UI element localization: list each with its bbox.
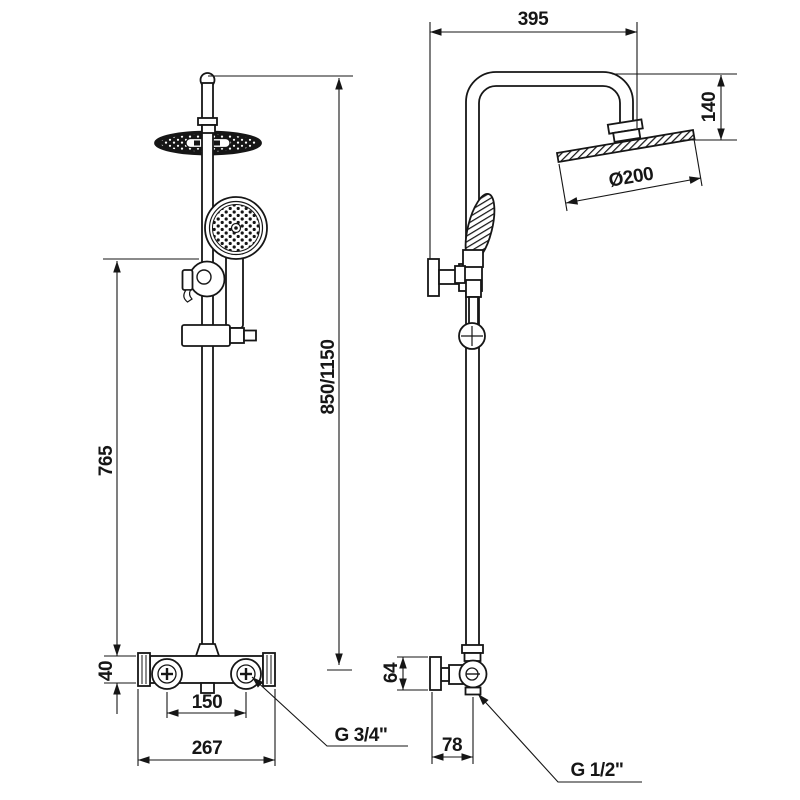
shower-arm-side	[465, 71, 634, 649]
label-outlet-thread: G 3/4"	[334, 725, 387, 746]
dimension-annotations	[103, 22, 737, 783]
hand-shower-side	[454, 193, 496, 350]
slider-bracket	[181, 324, 257, 347]
label-inlet-thread: G 1/2"	[570, 760, 623, 781]
diverter-valve	[181, 260, 226, 303]
valve-handle-right	[230, 658, 262, 690]
leader-inlet-thread	[477, 693, 642, 783]
head-connector-nut	[606, 118, 644, 143]
leader-outlet-thread	[251, 676, 408, 747]
dim-rail-height: 765	[96, 445, 117, 476]
dim-total-height: 850/1150	[318, 340, 339, 415]
dim-head-drop: 140	[699, 92, 720, 123]
dim-valve-height: 40	[96, 661, 117, 681]
hand-shower-front	[204, 196, 268, 329]
dim-valve-width: 267	[192, 738, 223, 759]
dim-wall-offset: 78	[442, 735, 462, 756]
dim-handle-spacing: 150	[192, 692, 223, 713]
dimline-head-diameter	[565, 176, 702, 205]
side-view	[427, 71, 696, 696]
dim-arm-reach: 395	[518, 9, 549, 30]
thermostatic-valve-side	[429, 644, 488, 696]
dim-escutcheon-height: 64	[381, 662, 402, 683]
valve-handle-left	[151, 658, 183, 690]
